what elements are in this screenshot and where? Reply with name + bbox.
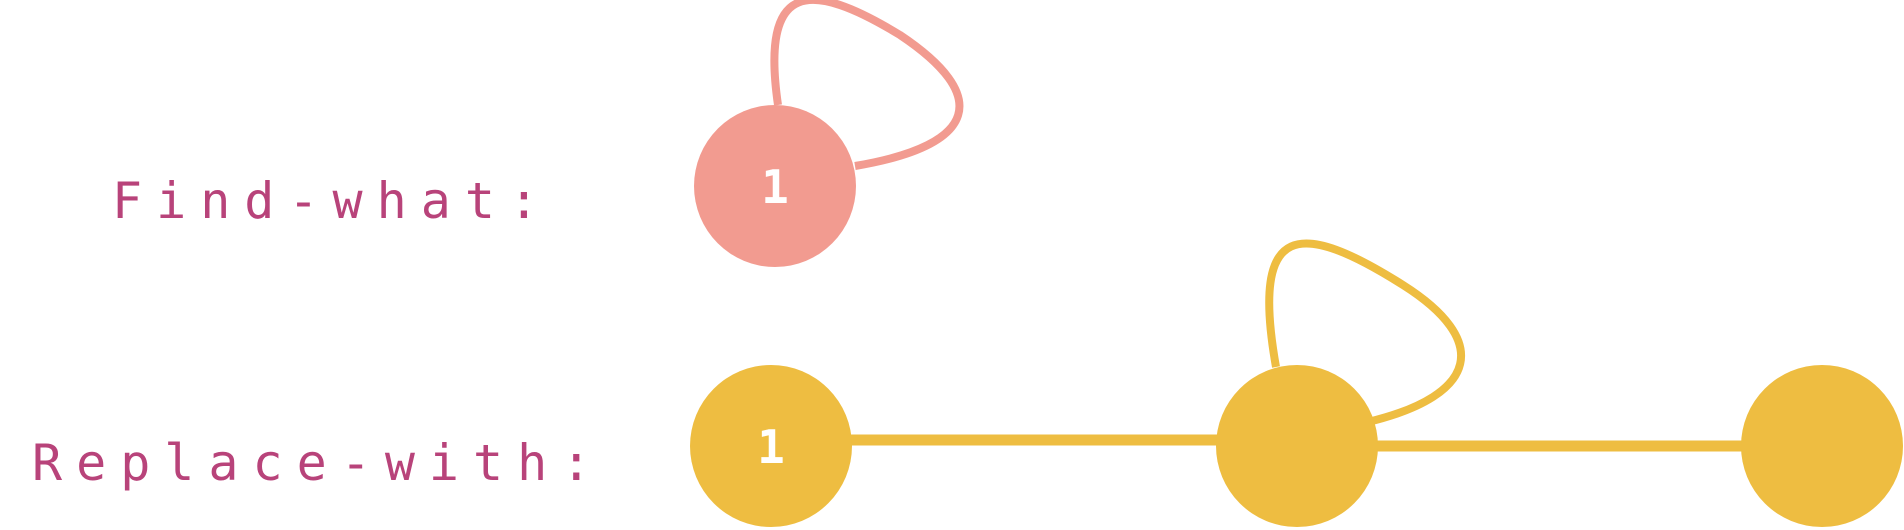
replace-self-loop-r1	[1265, 239, 1465, 426]
find-node-f0	[694, 105, 856, 267]
replace-node-r2	[1741, 365, 1903, 527]
replace-node-r0-label: 1	[757, 420, 785, 474]
replace-node-r1	[1216, 365, 1378, 527]
find-self-loop	[770, 0, 964, 170]
replace-with-label: Replace-with:	[32, 434, 605, 492]
find-what-label: Find-what:	[112, 172, 553, 230]
find-node-f0-label: 1	[761, 160, 789, 214]
replace-graph: 1	[690, 239, 1903, 527]
replace-node-r0	[690, 365, 852, 527]
find-graph: 1	[694, 0, 964, 267]
